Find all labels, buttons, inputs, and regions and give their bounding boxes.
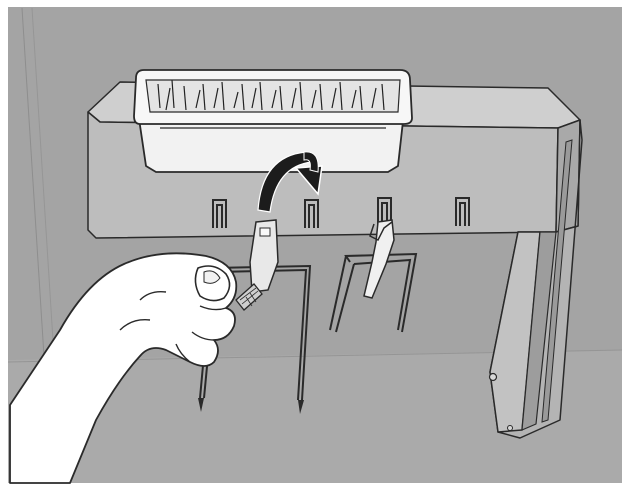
leg-screw-hole <box>490 374 497 381</box>
fork-clip-slot <box>260 228 270 236</box>
leg-screw-hole-2 <box>508 426 513 431</box>
